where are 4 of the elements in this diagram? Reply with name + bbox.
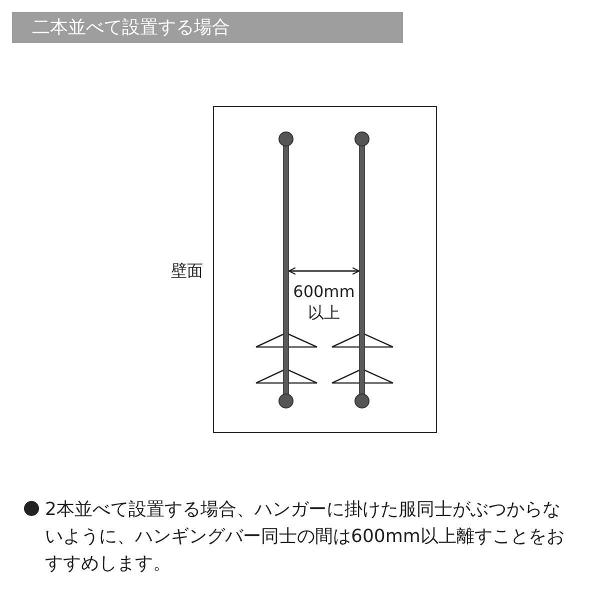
title: 二本並べて設置する場合	[32, 16, 230, 40]
wall-label: 壁面	[170, 260, 204, 281]
dimension-label: 600mm以上	[292, 281, 356, 323]
caption: 2本並べて設置する場合、ハンガーに掛けた服同士がぶつからないように、ハンギングバー同士の間は600mm以上離すことをおすすめします。	[45, 498, 566, 576]
